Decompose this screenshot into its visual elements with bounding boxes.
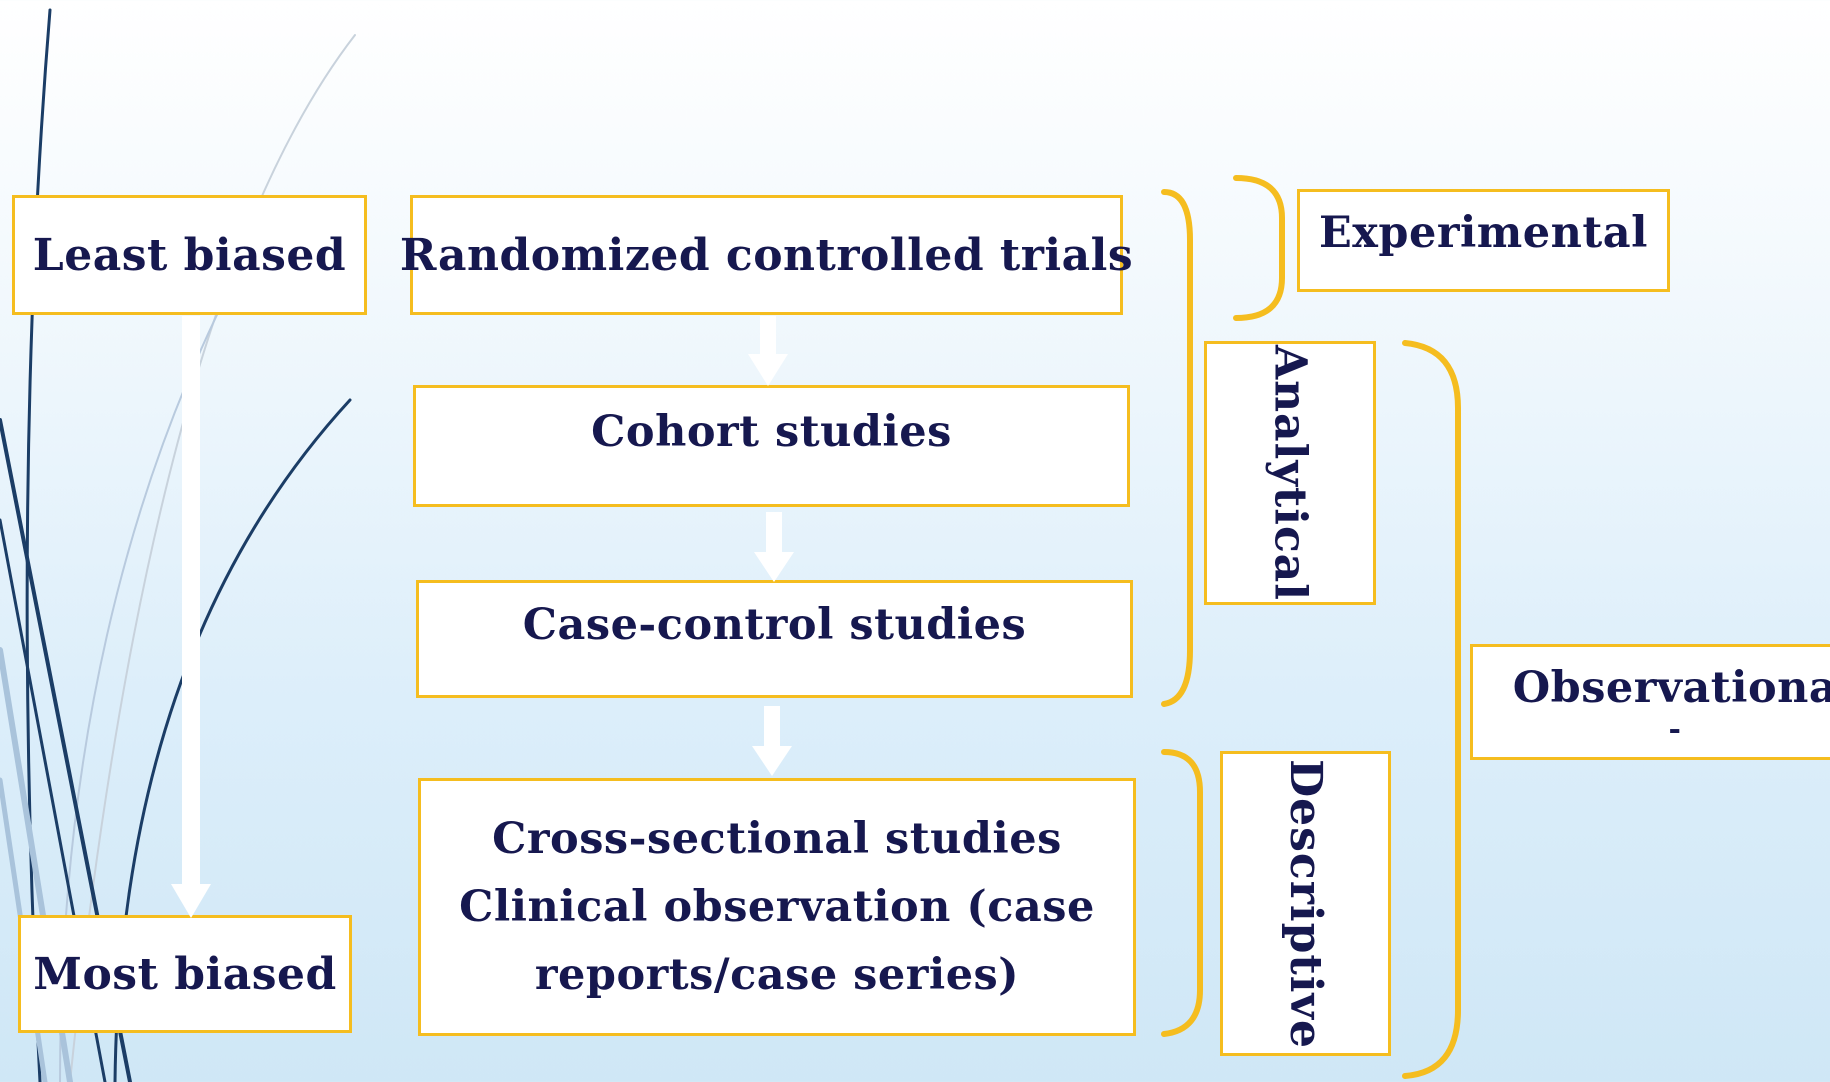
case-reports-label: reports/case series): [534, 950, 1020, 1000]
descriptive-label: Descriptive: [1280, 758, 1331, 1049]
descriptive-studies-box: Cross-sectional studies Clinical observa…: [418, 778, 1136, 1036]
experimental-box: Experimental: [1297, 189, 1670, 292]
cohort-label: Cohort studies: [591, 407, 952, 457]
case-control-label: Case-control studies: [522, 600, 1027, 650]
most-biased-box: Most biased: [18, 915, 352, 1033]
clinical-observation-label: Clinical observation (case: [459, 882, 1095, 932]
swoosh-line: [25, 8, 52, 1082]
rct-box: Randomized controlled trials: [400, 195, 1133, 315]
most-biased-label: Most biased: [33, 948, 337, 1000]
case-control-box: Case-control studies: [416, 580, 1133, 698]
analytical-label: Analytical: [1264, 345, 1316, 601]
cross-sectional-label: Cross-sectional studies: [492, 814, 1062, 864]
swoosh-line: [69, 34, 356, 1082]
descriptive-box: Descriptive: [1220, 751, 1391, 1056]
least-biased-label: Least biased: [32, 229, 347, 281]
rct-label: Randomized controlled trials: [399, 229, 1134, 281]
experimental-label: Experimental: [1318, 207, 1648, 258]
analytical-box: Analytical: [1204, 341, 1376, 605]
observational-box: Observationa -: [1470, 644, 1830, 760]
observational-label: Observationa: [1512, 663, 1830, 713]
cohort-box: Cohort studies: [413, 385, 1130, 507]
least-biased-box: Least biased: [12, 195, 367, 315]
observational-label-cont: -: [1668, 712, 1682, 747]
